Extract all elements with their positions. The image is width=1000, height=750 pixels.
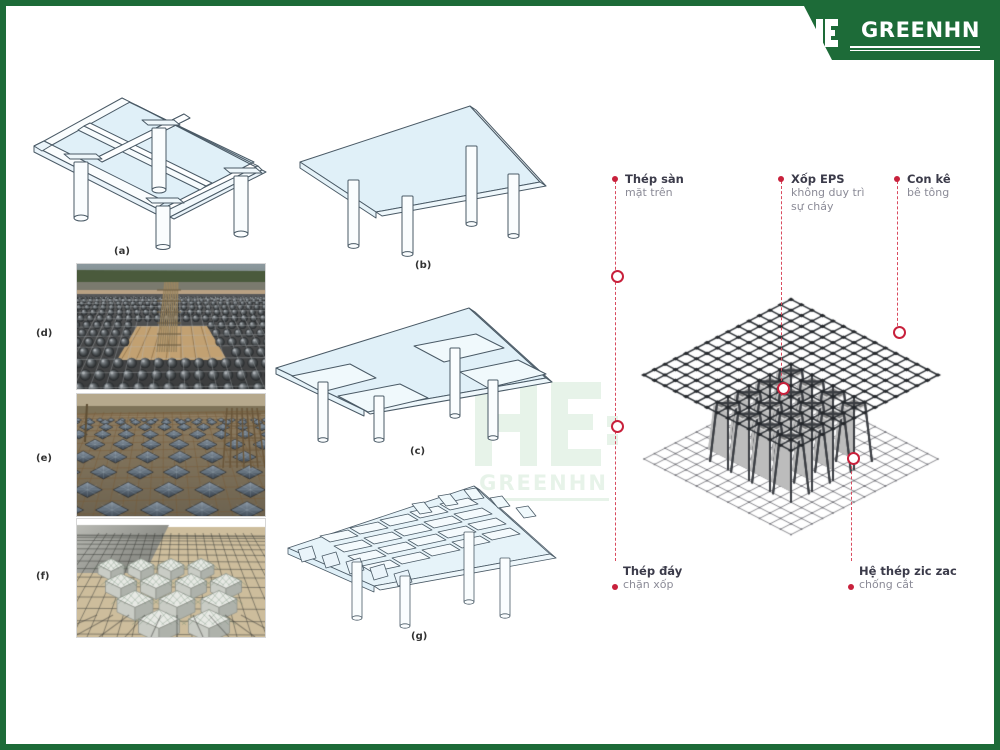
leader-line-top-mid — [781, 181, 782, 396]
callout-xop-eps-sub1: không duy trì — [791, 186, 865, 199]
figure-e-photo-canvas — [77, 394, 265, 516]
marker-dot-top-mid — [778, 176, 784, 182]
callout-thep-day: Thép đáy chặn xốp — [623, 564, 682, 592]
leader-line-bottom-left — [615, 426, 616, 561]
callout-con-ke: Con kê bê tông — [907, 172, 951, 200]
leader-line-bottom-right — [851, 456, 852, 561]
leader-line-top-right — [897, 181, 898, 331]
brand-name: GREENHN — [860, 18, 980, 42]
banner-shape — [804, 6, 994, 60]
banner-underline-rules — [850, 44, 980, 51]
figure-g-waffle-slab-diagram — [287, 485, 557, 629]
callout-xop-eps: Xốp EPS không duy trì sự cháy — [791, 172, 864, 213]
greenhn-brand-banner: GREENHN — [774, 6, 994, 60]
figure-e-photo — [76, 393, 266, 517]
callout-xop-eps-title: Xốp EPS — [791, 172, 845, 186]
figure-d-photo — [76, 263, 266, 390]
callout-thep-san-sub1: mặt trên — [625, 186, 673, 199]
figure-b-flat-plate-diagram — [299, 105, 547, 257]
figure-d-photo-canvas — [77, 264, 265, 389]
figure-c-flat-slab-drop-panels-diagram — [275, 307, 553, 443]
callout-zigzag-title: Hệ thép zic zac — [859, 564, 957, 578]
marker-dot-bottom-right — [848, 584, 854, 590]
marker-ring-bottom-steel — [611, 420, 624, 433]
callout-thep-san-title: Thép sàn — [625, 172, 684, 186]
marker-ring-zigzag — [847, 452, 860, 465]
eps-slab-system-3d-diagram — [586, 221, 994, 641]
callout-con-ke-sub1: bê tông — [907, 186, 950, 199]
marker-ring-top-steel — [611, 270, 624, 283]
callout-he-thep-zic-zac: Hệ thép zic zac chống cắt — [859, 564, 957, 592]
callout-thep-san: Thép sàn mặt trên — [625, 172, 684, 200]
figure-g-label: (g) — [411, 631, 428, 642]
marker-ring-spacer — [893, 326, 906, 339]
marker-dot-top-left — [612, 176, 618, 182]
callout-con-ke-title: Con kê — [907, 172, 951, 186]
marker-dot-top-right — [894, 176, 900, 182]
figure-a-beam-slab-diagram — [33, 97, 267, 250]
figure-d-label: (d) — [36, 328, 53, 339]
figure-f-label: (f) — [36, 571, 50, 582]
callout-thep-day-sub1: chặn xốp — [623, 578, 674, 591]
figure-a-label: (a) — [114, 246, 130, 257]
callout-zigzag-sub1: chống cắt — [859, 578, 914, 591]
marker-dot-bottom-left — [612, 584, 618, 590]
callout-thep-day-title: Thép đáy — [623, 564, 683, 578]
greenhn-h-logo-icon — [801, 19, 838, 47]
poster-canvas: GREENHN — [6, 6, 994, 744]
leader-line-top-left — [615, 181, 616, 421]
figure-e-label: (e) — [36, 453, 52, 464]
figure-f-photo — [76, 518, 266, 638]
figure-c-label: (c) — [410, 446, 426, 457]
figure-b-label: (b) — [415, 260, 432, 271]
figure-f-photo-canvas — [77, 519, 265, 637]
marker-ring-eps — [777, 382, 790, 395]
callout-xop-eps-sub2: sự cháy — [791, 199, 834, 213]
